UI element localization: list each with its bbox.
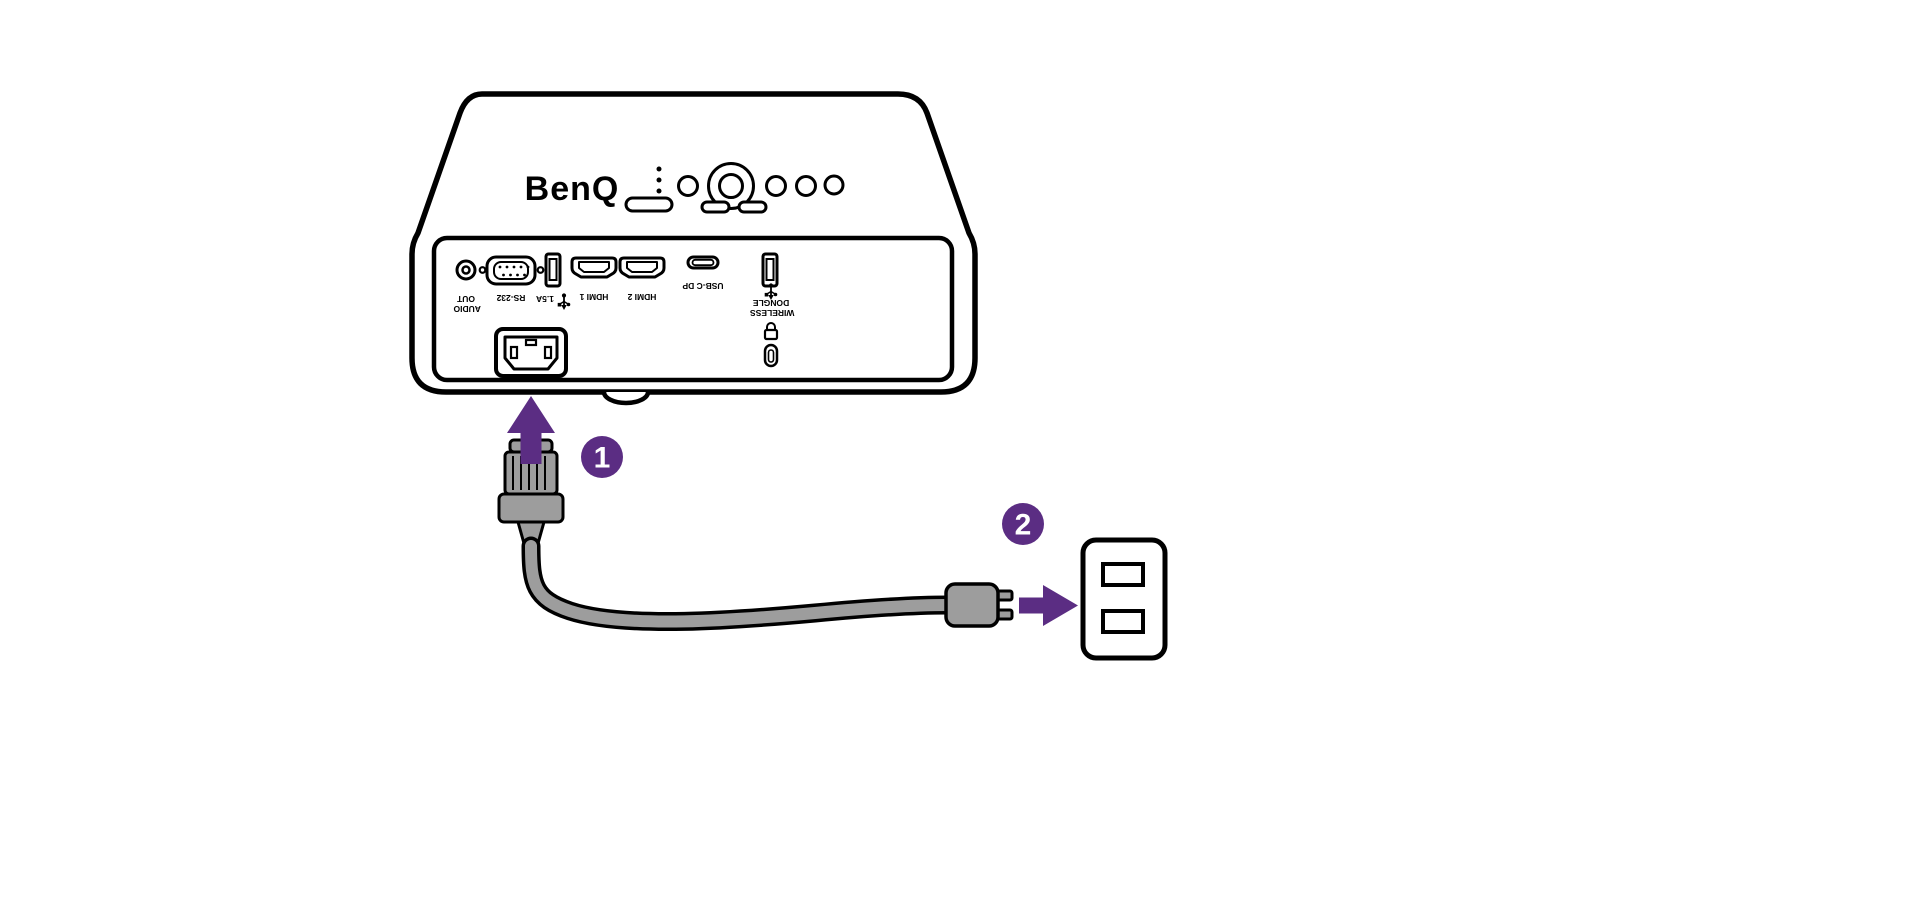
svg-text:HDMI 2: HDMI 2 <box>627 292 656 302</box>
focus-slider <box>624 196 674 213</box>
dpad-ok-button <box>718 173 744 199</box>
hdmi-1-label: HDMI 1 <box>579 292 608 302</box>
benq-logo: BenQ <box>525 170 620 208</box>
cable <box>525 540 954 628</box>
power-button <box>677 175 699 197</box>
rs232-port <box>478 255 545 286</box>
usb-icon <box>764 283 778 301</box>
svg-text:USB-C DP: USB-C DP <box>682 281 723 291</box>
wall-outlet <box>1080 537 1168 661</box>
usb-a-port <box>544 252 562 288</box>
power-cord-assembly <box>497 438 1014 632</box>
plug-body <box>944 582 1000 628</box>
step-2-number: 2 <box>1015 509 1032 542</box>
usb-c-dp-label: USB-C DP <box>682 281 723 291</box>
outlet-slot-top <box>1101 562 1145 587</box>
svg-text:RS-232: RS-232 <box>496 293 525 303</box>
back-button <box>765 175 787 197</box>
arrow-right-icon <box>1019 585 1078 626</box>
outlet-plate <box>1080 537 1168 661</box>
audio-out-port <box>455 259 477 281</box>
svg-text:HDMI 1: HDMI 1 <box>579 292 608 302</box>
kensington-lock-slot <box>763 322 779 368</box>
projector-foot <box>601 391 651 406</box>
source-button <box>823 174 845 196</box>
outlet-slot-bottom <box>1101 609 1145 634</box>
svg-text:AUDIO OUT: AUDIO OUT <box>451 294 481 314</box>
step-1-number: 1 <box>594 442 611 475</box>
step-2-badge: 2 <box>1002 503 1044 545</box>
step-1-badge: 1 <box>581 436 623 478</box>
control-panel <box>624 162 845 214</box>
hdmi-1-port <box>570 256 618 279</box>
grip-ridges <box>512 456 546 490</box>
rs232-pins <box>498 265 530 277</box>
wireless-dongle-label: WIRELESS DONGLE <box>748 283 795 318</box>
usb-c-port <box>686 255 720 270</box>
indicator-dots <box>656 166 662 194</box>
rs232-label: RS-232 <box>496 293 525 303</box>
menu-button <box>795 175 817 197</box>
hdmi-2-label: HDMI 2 <box>627 292 656 302</box>
ac-inlet <box>494 327 568 378</box>
rear-ports: AUDIO OUT RS-232 <box>451 252 795 378</box>
svg-text:1.5A: 1.5A <box>536 294 554 304</box>
wall-plug <box>944 582 1014 628</box>
step-2-circle <box>1002 503 1044 545</box>
usb-icon <box>557 293 571 311</box>
hdmi-2-port <box>618 256 666 279</box>
top-face: BenQ <box>525 162 845 214</box>
usb-1-5a-label: 1.5A <box>536 293 571 311</box>
step-1-circle <box>581 436 623 478</box>
volume-down-button <box>700 200 731 214</box>
audio-out-label: AUDIO OUT <box>451 294 481 314</box>
arrow-up-icon <box>507 396 555 464</box>
volume-up-button <box>737 200 768 214</box>
connector-collar <box>497 492 565 524</box>
svg-text:WIRELESS DONGLE: WIRELESS DONGLE <box>748 298 795 318</box>
wireless-dongle-port <box>761 252 779 288</box>
